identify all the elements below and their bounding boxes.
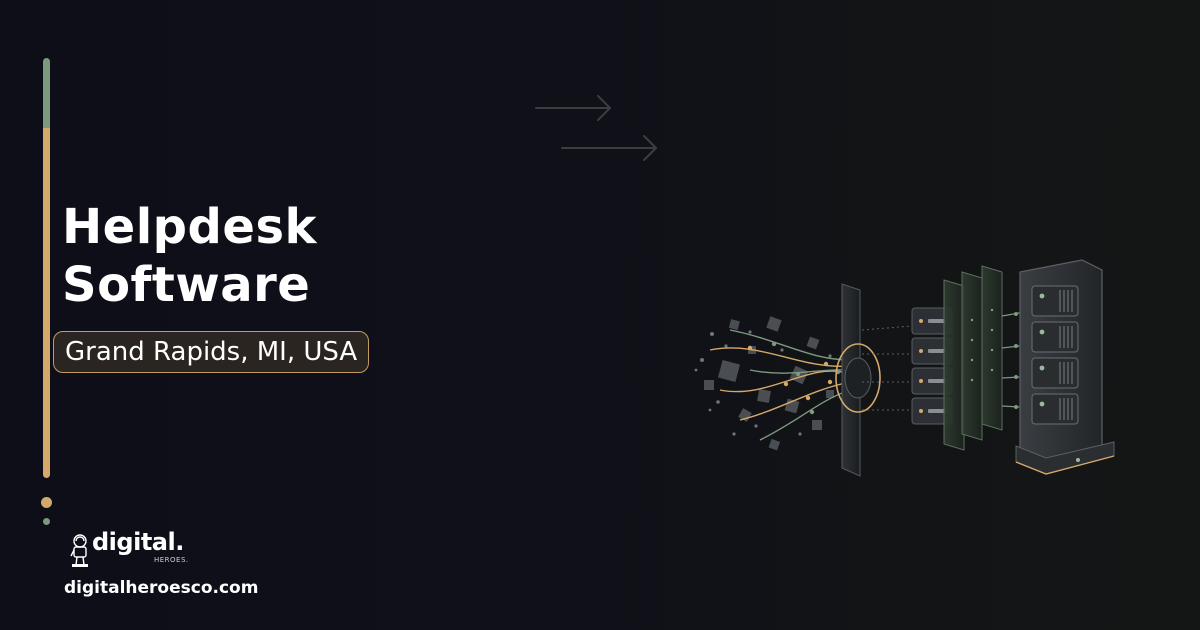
location-badge: Grand Rapids, MI, USA bbox=[53, 331, 370, 373]
accent-dot-orange bbox=[41, 497, 52, 508]
logo-subtext: HEROES. bbox=[154, 556, 189, 564]
brand-logo: digital. HEROES. bbox=[70, 528, 190, 572]
accent-dot-green bbox=[43, 518, 50, 525]
page-title: Helpdesk Software bbox=[62, 198, 317, 314]
accent-bar bbox=[43, 58, 50, 478]
logo-wordmark: digital. bbox=[92, 528, 184, 556]
astronaut-icon bbox=[70, 534, 88, 567]
website-url: digitalheroesco.com bbox=[64, 578, 259, 598]
arrow-right-icon bbox=[535, 95, 657, 161]
title-line-2: Software bbox=[62, 257, 311, 313]
title-line-1: Helpdesk bbox=[62, 199, 317, 255]
data-server-pipeline-illustration bbox=[694, 259, 1115, 477]
